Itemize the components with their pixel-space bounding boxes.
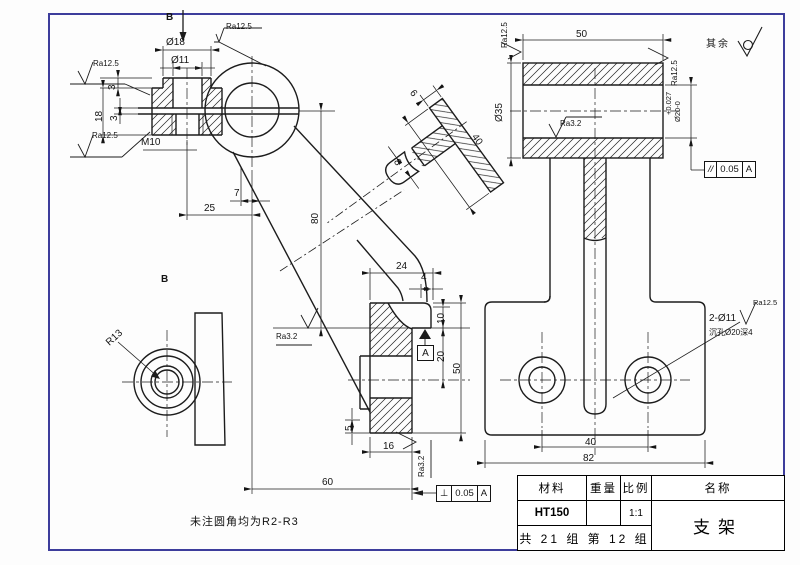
view-arm-cross-section (327, 84, 505, 224)
dim-16: 16 (383, 441, 395, 452)
rest-roughness-icon (737, 26, 763, 58)
view-boss-section (70, 10, 428, 494)
scale-label: 比例 (621, 476, 652, 501)
view-right-section (476, 26, 763, 468)
perpendicularity-value: 0.05 (452, 485, 478, 502)
weight-label: 重量 (587, 476, 621, 501)
dim-10: 10 (436, 312, 447, 324)
section-arrow-label-b: B (166, 12, 174, 23)
dim-50-vert: 50 (452, 362, 463, 374)
dim-7: 7 (234, 188, 240, 199)
parallelism-value: 0.05 (717, 161, 743, 178)
fillet-note: 未注圆角均为R2-R3 (190, 516, 299, 528)
drawing-border-frame (48, 13, 785, 551)
dim-phi18: Ø18 (166, 37, 185, 48)
dim-phi35: Ø35 (494, 103, 505, 122)
dim-m10: M10 (141, 137, 161, 148)
material-label: 材料 (518, 476, 587, 501)
dim-82: 82 (583, 453, 595, 464)
dim-tolerance-upper: +0.027 (664, 91, 673, 115)
dim-counterbore: 沉孔Ø20深4 (709, 328, 753, 337)
dim-phi20-tol: Ø20-0 (673, 101, 682, 122)
dim-3-top: 3 (107, 84, 118, 90)
dim-holes-count: 2-Ø11 (709, 313, 737, 324)
dim-40: 40 (585, 437, 597, 448)
rest-surfaces-label: 其余 (706, 39, 730, 50)
parallelism-symbol: // (704, 161, 718, 178)
material-value: HT150 (518, 501, 587, 526)
dim-5: 5 (344, 425, 355, 431)
roughness-ra125: Ra12.5 (92, 131, 118, 140)
title-block: 材料 重量 比例 名称 HT150 1:1 支架 共 21 组 第 12 组 (517, 475, 785, 551)
dim-25: 25 (204, 203, 216, 214)
roughness-ra125: Ra12.5 (226, 22, 252, 31)
parallelism-tolerance-frame: // 0.05 A (704, 161, 757, 178)
name-label: 名称 (652, 476, 784, 501)
dim-phi11: Ø11 (171, 55, 190, 66)
perpendicularity-tolerance-frame: ⊥ 0.05 A (436, 485, 492, 502)
roughness-ra125: Ra12.5 (500, 22, 509, 48)
datum-a-box: A (417, 345, 434, 361)
scale-value: 1:1 (621, 501, 652, 526)
roughness-ra125: Ra12.5 (753, 298, 778, 307)
weight-value (587, 501, 621, 526)
dim-80: 80 (310, 212, 321, 224)
perpendicularity-symbol: ⊥ (436, 485, 453, 502)
part-name: 支架 (693, 518, 743, 537)
roughness-ra125: Ra12.5 (93, 59, 119, 68)
dim-60: 60 (322, 477, 334, 488)
roughness-ra32: Ra3.2 (417, 455, 426, 477)
dim-50-top: 50 (576, 29, 588, 40)
dim-20: 20 (436, 350, 447, 362)
roughness-ra32: Ra3.2 (560, 119, 582, 128)
dim-4: 4 (421, 272, 427, 283)
view-label-b: B (161, 274, 169, 285)
dim-3-mid: 3 (109, 115, 120, 121)
group-info: 共 21 组 第 12 组 (518, 526, 652, 550)
dim-18: 18 (94, 110, 105, 122)
parallelism-datum: A (742, 161, 757, 178)
view-middle-section (273, 268, 470, 500)
perpendicularity-datum: A (477, 485, 492, 502)
view-b-direction (117, 312, 232, 446)
roughness-ra32: Ra3.2 (276, 332, 298, 341)
dim-24: 24 (396, 261, 408, 272)
roughness-ra125: Ra12.5 (670, 60, 679, 86)
